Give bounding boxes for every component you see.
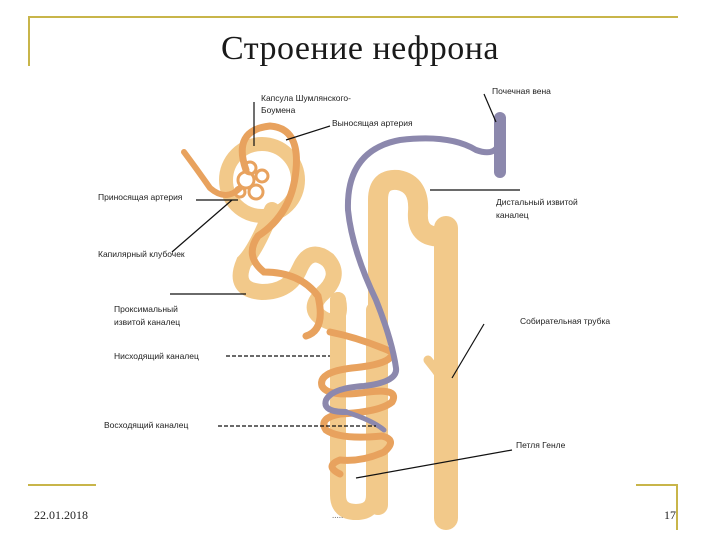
label-renal-vein: Почечная вена — [492, 86, 551, 96]
label-capillary-glomerulus: Капилярный клубочек — [98, 249, 185, 259]
label-proximal-line2: извитой каналец — [114, 317, 180, 327]
slide-page-number: 17 — [664, 508, 676, 523]
footer-url[interactable]: ..... — [332, 510, 343, 520]
label-ascending-limb: Восходящий каналец — [104, 420, 188, 430]
label-distal-line1: Дистальный извитой — [496, 197, 578, 207]
label-henle-loop: Петля Генле — [516, 440, 566, 450]
label-distal-line2: каналец — [496, 210, 529, 220]
label-descending-limb: Нисходящий каналец — [114, 351, 199, 361]
label-collecting-duct: Собирательная трубка — [520, 316, 610, 326]
label-afferent-artery: Приносящая артерия — [98, 192, 183, 202]
label-capsule-line1: Капсула Шумлянского- — [261, 93, 351, 103]
label-capsule-line2: Боумена — [261, 105, 296, 115]
slide-date: 22.01.2018 — [34, 508, 88, 523]
label-proximal-line1: Проксимальный — [114, 304, 178, 314]
label-efferent-artery: Выносящая артерия — [332, 118, 413, 128]
